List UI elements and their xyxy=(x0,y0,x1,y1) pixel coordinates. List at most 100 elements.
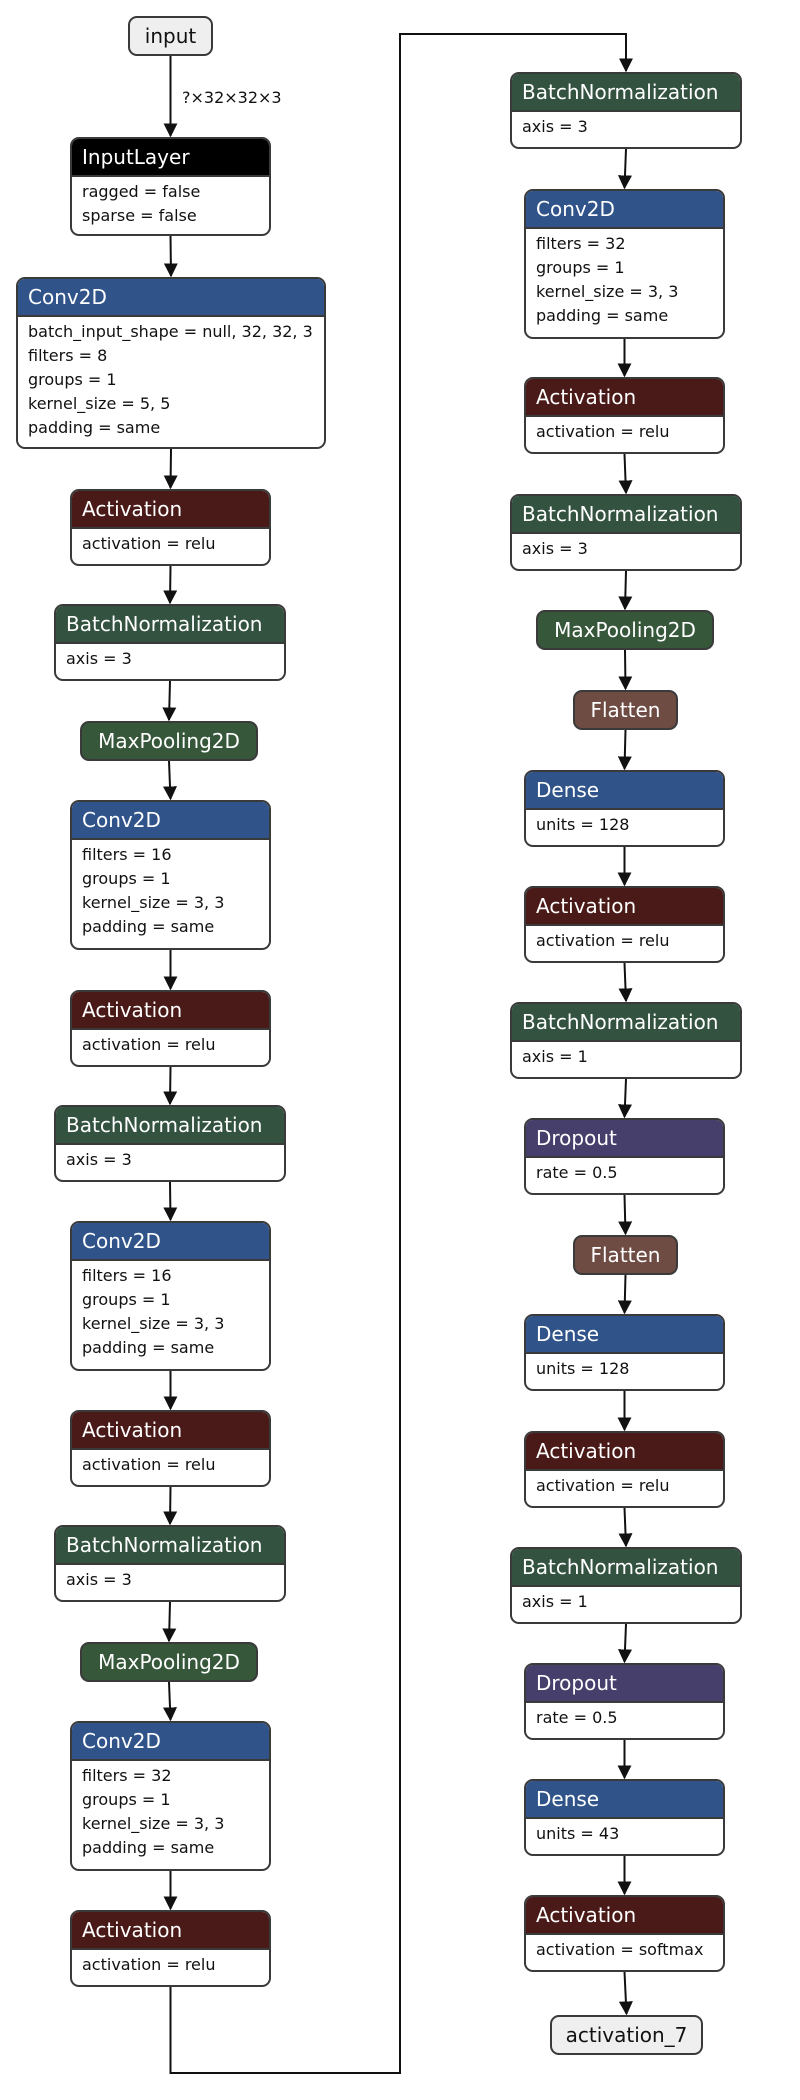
batchnormalization-node: BatchNormalization axis = 3 xyxy=(54,604,286,681)
node-params: axis = 3 xyxy=(56,644,284,674)
node-header: Conv2D xyxy=(72,1223,269,1261)
node-param: rate = 0.5 xyxy=(536,1163,618,1182)
node-label: input xyxy=(144,24,197,48)
node-params: rate = 0.5 xyxy=(526,1703,723,1733)
node-header: BatchNormalization xyxy=(512,1549,740,1587)
node-header: Activation xyxy=(72,491,269,529)
node-params: axis = 3 xyxy=(56,1565,284,1595)
edge-arrow xyxy=(618,1507,633,1548)
node-header: BatchNormalization xyxy=(56,606,284,644)
node-param: groups = 1 xyxy=(82,1290,171,1309)
edge-arrow xyxy=(617,148,632,190)
node-param: units = 128 xyxy=(536,815,630,834)
node-param: groups = 1 xyxy=(28,370,117,389)
activation-node: Activation activation = relu xyxy=(524,886,725,963)
node-param: filters = 8 xyxy=(28,346,108,365)
node-param: filters = 16 xyxy=(82,845,172,864)
node-header: Activation xyxy=(526,888,723,926)
edge-arrow xyxy=(618,1623,632,1664)
node-param: filters = 16 xyxy=(82,1266,172,1285)
node-param: axis = 3 xyxy=(66,1570,132,1589)
node-header: Activation xyxy=(72,992,269,1030)
node-label: Flatten xyxy=(590,1243,661,1267)
node-params: activation = relu xyxy=(72,1950,269,1980)
edge-arrow xyxy=(163,1486,178,1526)
activation-node: Activation activation = relu xyxy=(524,377,725,454)
node-header: BatchNormalization xyxy=(56,1107,284,1145)
node-label: MaxPooling2D xyxy=(554,618,696,642)
activation-node: Activation activation = relu xyxy=(70,990,271,1067)
node-param: axis = 3 xyxy=(522,539,588,558)
node-params: activation = relu xyxy=(526,1471,723,1501)
node-params: axis = 3 xyxy=(512,112,740,142)
maxpooling2d-node: MaxPooling2D xyxy=(80,721,258,761)
node-label: MaxPooling2D xyxy=(98,1650,240,1674)
node-param: padding = same xyxy=(82,1838,215,1857)
node-param: groups = 1 xyxy=(536,258,625,277)
activation-node: Activation activation = relu xyxy=(70,489,271,566)
node-param: axis = 3 xyxy=(66,649,132,668)
node-params: activation = relu xyxy=(72,1030,269,1060)
node-header: BatchNormalization xyxy=(56,1527,284,1565)
node-params: units = 43 xyxy=(526,1819,723,1849)
edge-arrow xyxy=(162,1601,177,1643)
node-param: padding = same xyxy=(536,306,669,325)
input-shape-label: ?×32×32×3 xyxy=(182,88,282,107)
node-header: Activation xyxy=(526,379,723,417)
node-header: InputLayer xyxy=(72,139,269,177)
node-param: kernel_size = 3, 3 xyxy=(82,1314,225,1333)
node-header: BatchNormalization xyxy=(512,1004,740,1042)
node-header: Dropout xyxy=(526,1120,723,1158)
node-label: activation_7 xyxy=(565,2023,688,2047)
node-param: activation = relu xyxy=(536,931,670,950)
edge-arrow xyxy=(618,1194,633,1236)
node-header: Conv2D xyxy=(526,191,723,229)
edge-arrow xyxy=(163,760,177,801)
maxpooling2d-node: MaxPooling2D xyxy=(536,610,714,650)
edge-arrow xyxy=(163,235,178,278)
node-param: ragged = false xyxy=(82,182,201,201)
node-param: units = 43 xyxy=(536,1824,620,1843)
edge-arrow xyxy=(163,1066,178,1106)
edge-arrow xyxy=(618,453,633,495)
node-param: axis = 3 xyxy=(522,117,588,136)
node-header: Activation xyxy=(72,1912,269,1950)
node-param: activation = relu xyxy=(82,534,216,553)
edge-arrow xyxy=(163,1681,177,1722)
node-label: MaxPooling2D xyxy=(98,729,240,753)
node-header: Conv2D xyxy=(72,802,269,840)
edge-arrow xyxy=(163,565,178,605)
node-params: axis = 3 xyxy=(56,1145,284,1175)
node-header: Dropout xyxy=(526,1665,723,1703)
node-params: filters = 16 groups = 1 kernel_size = 3, 3… xyxy=(72,1261,269,1363)
edge-arrow xyxy=(617,1274,632,1315)
node-param: activation = relu xyxy=(536,1476,670,1495)
column-wrap-connector xyxy=(169,33,633,2074)
node-header: Activation xyxy=(526,1897,723,1935)
node-param: activation = relu xyxy=(82,1035,216,1054)
node-header: Activation xyxy=(72,1412,269,1450)
node-param: filters = 32 xyxy=(536,234,626,253)
node-param: kernel_size = 3, 3 xyxy=(82,1814,225,1833)
edge-arrow xyxy=(618,1971,633,2016)
node-param: activation = relu xyxy=(536,422,670,441)
node-param: activation = relu xyxy=(82,1455,216,1474)
node-param: axis = 3 xyxy=(66,1150,132,1169)
